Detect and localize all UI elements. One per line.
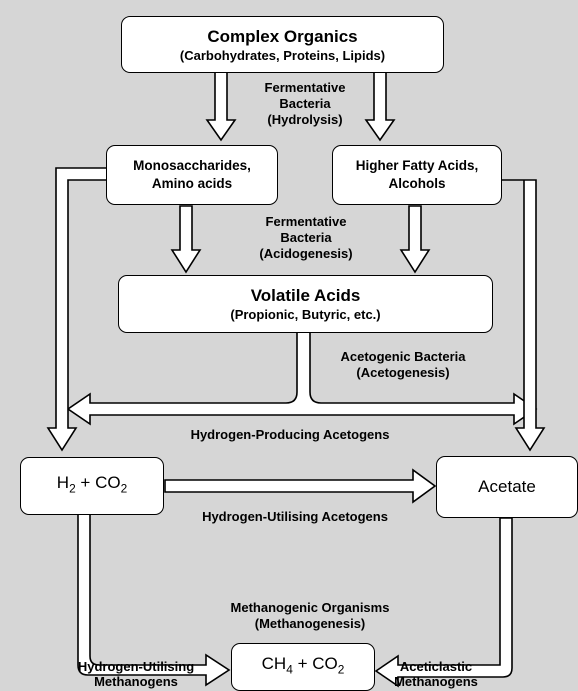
- complex-organics-subtitle: (Carbohydrates, Proteins, Lipids): [179, 47, 386, 63]
- hydrogen-producing-acetogens-label: Hydrogen-Producing Acetogens: [190, 427, 390, 442]
- h2-co2-box: H2 + CO2: [20, 457, 164, 515]
- fatty-acids-line2: Alcohols: [388, 176, 446, 191]
- hydrogen-utilising-acetogens-label: Hydrogen-Utilising Acetogens: [202, 509, 388, 524]
- ch4-co2-label: CH4 + CO2: [261, 654, 345, 677]
- fatty-acids-line1: Higher Fatty Acids,: [355, 158, 479, 173]
- arrow-acidogenesis-right: [399, 205, 431, 274]
- arrow-right-bypass: [500, 168, 546, 452]
- arrow-h2-to-methane: [77, 497, 231, 687]
- volatile-acids-box: Volatile Acids (Propionic, Butyric, etc.…: [118, 275, 493, 333]
- acetate-box: Acetate: [436, 456, 578, 518]
- arrow-h2-to-acetate: [164, 468, 437, 504]
- ch4-co2-box: CH4 + CO2: [231, 643, 375, 691]
- acetate-label: Acetate: [478, 477, 536, 496]
- complex-organics-title: Complex Organics: [207, 26, 358, 46]
- arrow-acetate-to-methane: [374, 517, 513, 688]
- acetogenesis-label: Acetogenic Bacteria (Acetogenesis): [340, 349, 466, 380]
- complex-organics-box: Complex Organics (Carbohydrates, Protein…: [121, 16, 444, 73]
- hydrolysis-label: Fermentative Bacteria (Hydrolysis): [264, 80, 346, 127]
- arrow-left-bypass: [46, 167, 109, 452]
- monosaccharides-box: Monosaccharides, Amino acids: [106, 145, 278, 205]
- h2-co2-label: H2 + CO2: [56, 473, 128, 496]
- methanogenesis-label: Methanogenic Organisms (Methanogenesis): [230, 600, 390, 631]
- arrow-acetogens-fork: [66, 331, 538, 426]
- fatty-acids-box: Higher Fatty Acids, Alcohols: [332, 145, 502, 205]
- hydrogen-utilising-methanogens-label: Hydrogen-Utilising Methanogens: [77, 659, 195, 689]
- acidogenesis-label: Fermentative Bacteria (Acidogenesis): [259, 214, 353, 261]
- volatile-acids-subtitle: (Propionic, Butyric, etc.): [230, 307, 381, 322]
- volatile-acids-title: Volatile Acids: [250, 286, 361, 305]
- monosaccharides-line2: Amino acids: [151, 176, 233, 191]
- aceticlastic-methanogens-label: Aceticlastic Methanogens: [394, 659, 478, 689]
- arrow-acidogenesis-left: [170, 205, 202, 274]
- monosaccharides-line1: Monosaccharides,: [133, 158, 251, 173]
